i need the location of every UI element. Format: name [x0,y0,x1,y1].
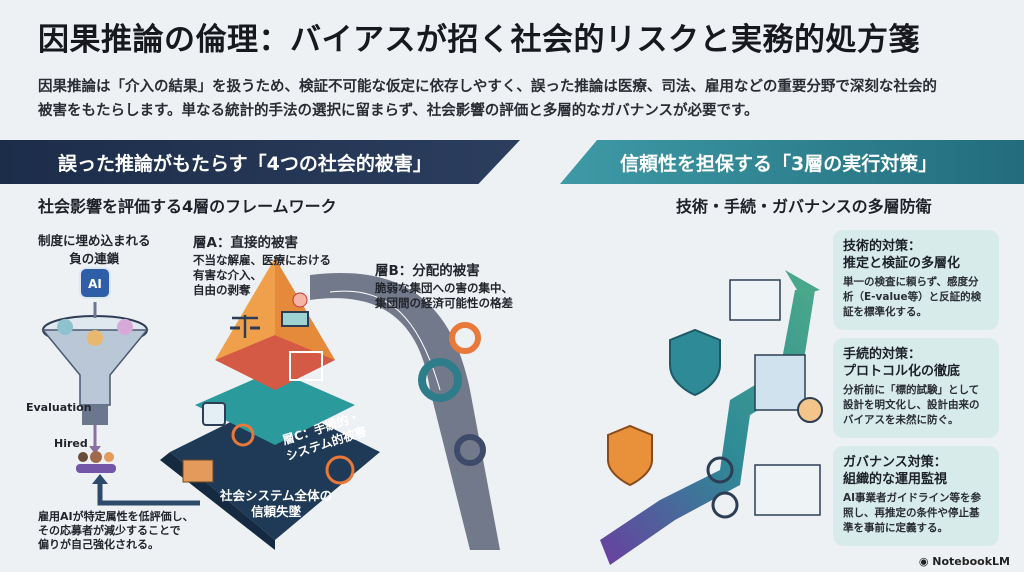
ai-chip-icon [79,267,111,299]
evaluation-label: Evaluation [26,401,92,414]
gear-icon [449,322,481,354]
magnifier-icon [706,456,734,484]
measure-card-technical: 技術的対策：推定と検証の多層化単一の検査に頼らず、感度分析（E-value等）と… [833,230,999,330]
layer-b-label: 層B：分配的被害脆弱な集団への害の集中、集団間の経済可能性の格差 [375,263,513,310]
notebooklm-logo-icon: ◉ [918,555,933,568]
left-subtitle: 社会影響を評価する4層のフレームワーク [38,197,337,216]
ai-label: AI [88,277,102,291]
shield-check-icon [607,424,653,487]
stopwatch-icon [797,397,823,423]
layer-d-label: 社会システム全体の信頼失墜 [220,488,333,519]
protocol-blueprint-icon [754,354,806,411]
hired-people-icon [76,451,116,473]
defense-staircase [600,270,823,565]
intro-line-1: 因果推論は「介入の結果」を扱うため、検証不可能な仮定に依存しやすく、誤った推論は… [38,79,937,95]
chain-caption: 雇用AIが特定属性を低評価し、その応募者が減少することで偏りが自己強化される。 [38,510,194,551]
right-banner: 信頼性を担保する「3層の実行対策」 [560,140,1024,184]
pyramid-layer-d [170,400,380,540]
hired-label: Hired [54,437,88,450]
scales-icon [230,315,260,338]
framework-illustration [41,258,500,550]
monitoring-station-icon [729,279,781,321]
layer-a-label: 層A：直接的被害不当な解雇、医療における有害な介入、自由の剥奪 [193,235,331,297]
bed-icon [281,311,309,327]
cycle-icon [325,455,355,485]
dashboard-icon [754,464,821,516]
magnifier-icon [711,491,739,519]
intro-line-2: 被害をもたらします。単なる統計的手法の選択に留まらず、社会影響の評価と多層的なガ… [38,103,759,119]
right-subtitle: 技術・手続・ガバナンスの多層防衛 [676,197,932,216]
page-title: 因果推論の倫理：バイアスが招く社会的リスクと実務的処方箋 [38,22,920,58]
cycle-icon [231,423,255,447]
box-icon [182,459,214,483]
pyramid-layer-c [195,370,355,445]
chain-title: 制度に埋め込まれる負の連鎖 [38,233,151,266]
gear-icon [454,434,486,466]
prison-icon [289,351,323,381]
cancel-icon [292,292,308,308]
notebooklm-watermark: ◉ NotebookLM [918,555,1010,568]
question-icon [202,402,226,426]
shield-check-icon [669,328,721,397]
gear-icon [418,358,462,402]
measure-card-procedural: 手続的対策：プロトコル化の徹底分析前に「標的試験」として設計を明文化し、設計由来… [833,338,999,438]
left-banner: 誤った推論がもたらす「4つの社会的被害」 [0,140,520,184]
